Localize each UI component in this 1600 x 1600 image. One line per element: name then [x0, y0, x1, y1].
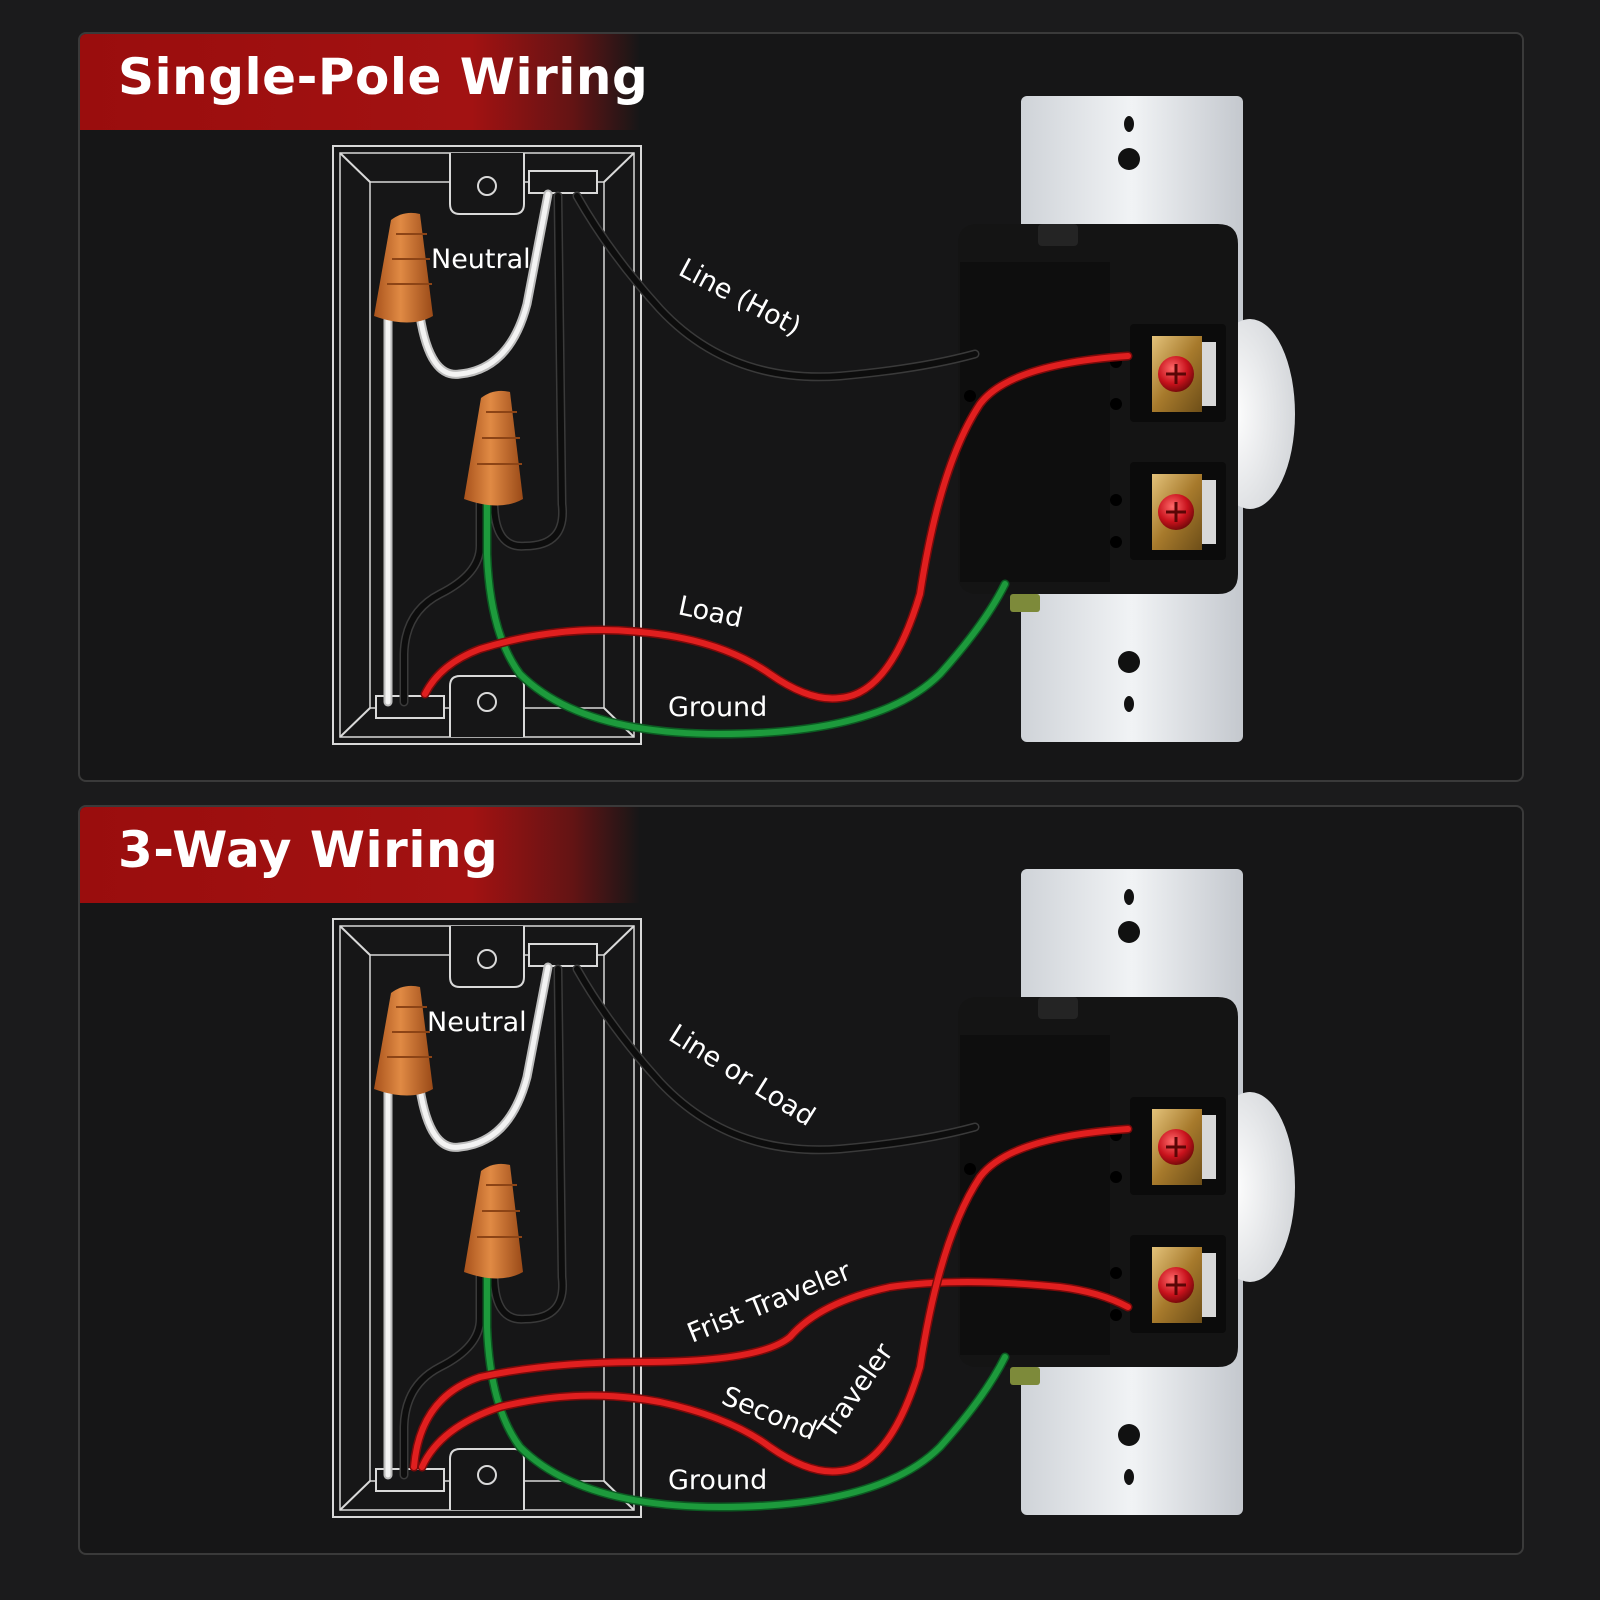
electrical-box [332, 918, 642, 1518]
single-pole-diagram: Neutral Line (Hot) Load Ground [332, 96, 1295, 745]
neutral-wires [383, 189, 553, 707]
ground-label: Ground [668, 1465, 767, 1496]
three-way-banner: 3-Way Wiring [80, 807, 640, 903]
hot-wires-box [399, 191, 568, 707]
line-hot-wire [572, 191, 980, 382]
neutral-label: Neutral [431, 244, 531, 275]
ground-wire [482, 1272, 1010, 1512]
load-label: Load [676, 591, 746, 635]
second-traveler-label-a: Second [717, 1381, 821, 1447]
load-wire [420, 351, 1133, 703]
neutral-wires [383, 962, 553, 1480]
switch-body [958, 997, 1238, 1385]
second-traveler-label-b: Traveler [812, 1337, 900, 1445]
three-way-title: 3-Way Wiring [118, 821, 499, 879]
second-traveler-wire [417, 1124, 1133, 1476]
ground-screw-icon [1010, 594, 1040, 612]
single-pole-panel: Single-Pole Wiring [78, 32, 1524, 782]
line-or-load-wire [572, 964, 980, 1155]
first-traveler-wire [409, 1277, 1133, 1472]
switch-body [958, 224, 1238, 612]
hot-wires-box [399, 964, 568, 1480]
ground-label: Ground [668, 692, 767, 723]
electrical-box [332, 145, 642, 745]
wire-nut-icon [374, 212, 433, 323]
line-or-load-label: Line or Load [663, 1019, 820, 1133]
terminal-top [1130, 324, 1226, 422]
single-pole-title: Single-Pole Wiring [118, 48, 649, 106]
terminal-top [1130, 1097, 1226, 1195]
ground-wire [482, 499, 1010, 739]
wire-nut-icon [464, 1163, 523, 1279]
terminal-bottom [1130, 1235, 1226, 1333]
three-way-panel: 3-Way Wiring [78, 805, 1524, 1555]
three-way-diagram: Neutral Line or Load Frist Traveler Seco… [332, 869, 1295, 1518]
terminal-bottom [1130, 462, 1226, 560]
wire-nut-icon [374, 985, 433, 1096]
wire-nut-icon [464, 390, 523, 506]
ground-screw-icon [1010, 1367, 1040, 1385]
line-label: Line (Hot) [674, 253, 806, 343]
single-pole-banner: Single-Pole Wiring [80, 34, 648, 130]
neutral-label: Neutral [427, 1007, 527, 1038]
